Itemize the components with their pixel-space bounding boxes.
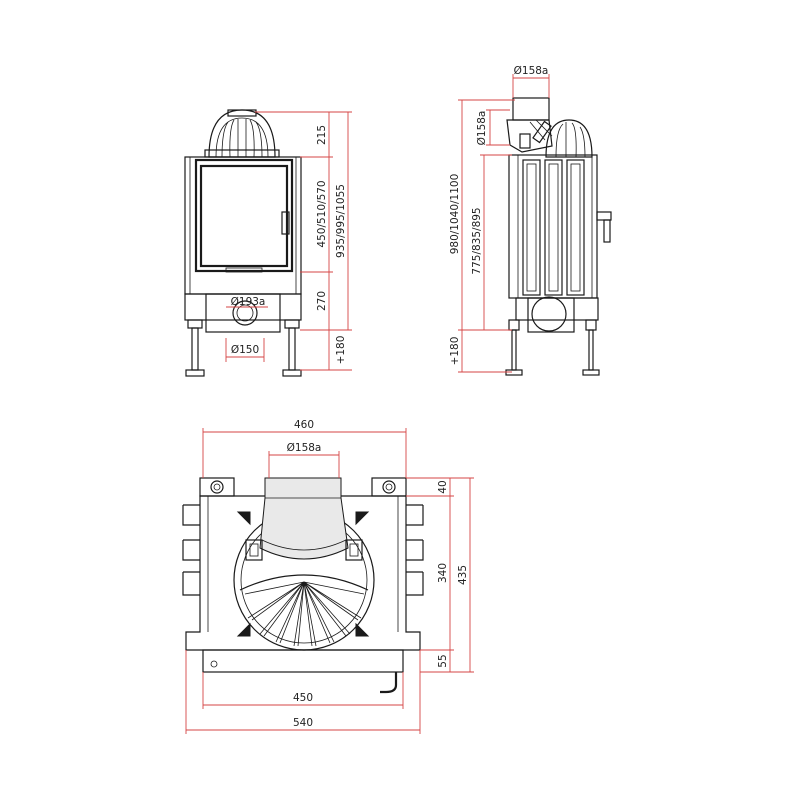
side-top-collar — [512, 97, 550, 121]
plan-lever — [380, 672, 398, 694]
plan-total-depth-label: 435 — [457, 565, 469, 585]
front-door-height-label: 450/510/570 — [316, 180, 328, 247]
front-air-inlet — [232, 300, 258, 326]
plan-overall-width-label: 540 — [293, 717, 313, 729]
plan-top-depth-label: 40 — [437, 480, 449, 493]
plan-inner-width-label: 450 — [293, 692, 313, 704]
plan-outer-width-label: 460 — [294, 419, 314, 431]
side-top-outlet-diameter-label: Ø158a — [514, 65, 549, 77]
plan-dome-ribs — [239, 574, 369, 647]
front-legs — [185, 319, 302, 377]
side-rear-outlet — [506, 119, 553, 153]
plan-view — [182, 477, 424, 694]
side-body-height-label: 775/835/895 — [471, 207, 483, 274]
plan-side-fins — [182, 504, 424, 596]
front-inlet-diameter-label: Ø150 — [231, 344, 259, 356]
front-top-height-label: 215 — [316, 125, 328, 145]
plan-front-plate — [202, 649, 404, 673]
plan-corner-brackets — [199, 477, 407, 497]
front-view — [184, 109, 302, 377]
front-leg-extension-label: +180 — [335, 336, 347, 365]
plan-middle-depth-label: 340 — [437, 563, 449, 583]
side-view — [505, 97, 612, 376]
side-door-handle — [596, 211, 612, 221]
front-dimensions — [225, 111, 352, 371]
side-total-height-label: 980/1040/1100 — [449, 174, 461, 255]
plan-outlet-diameter-label: Ø158a — [287, 442, 322, 454]
side-legs — [505, 319, 600, 376]
side-panels — [522, 159, 585, 296]
front-base-height-label: 270 — [316, 291, 328, 311]
plan-fixing-lugs — [236, 511, 370, 637]
front-body — [184, 156, 302, 295]
front-dome — [204, 109, 280, 158]
side-rear-outlet-diameter-label: Ø158a — [476, 111, 488, 146]
front-total-height-label: 935/995/1055 — [335, 184, 347, 258]
front-flue-diameter-label: Ø193a — [231, 296, 266, 308]
plan-dimensions — [185, 428, 474, 734]
side-air-inlet — [531, 296, 567, 332]
front-door — [194, 158, 294, 273]
plan-outlet-collar — [259, 477, 349, 560]
plan-front-depth-label: 55 — [437, 654, 449, 667]
side-leg-extension-label: +180 — [449, 337, 461, 366]
side-dimensions — [458, 74, 550, 373]
